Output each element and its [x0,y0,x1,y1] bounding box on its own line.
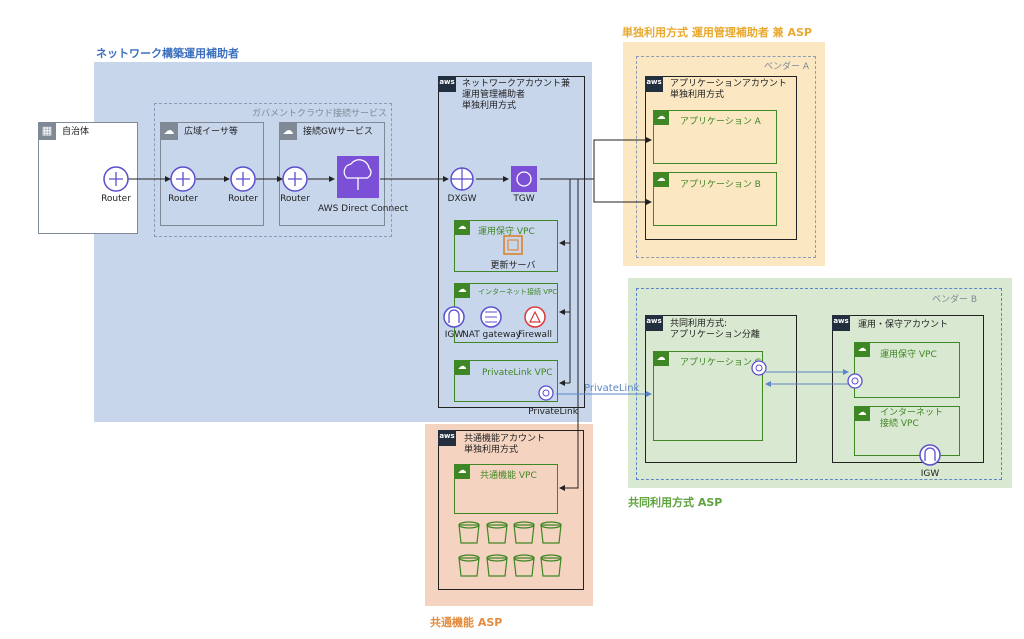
vendor-b-label: ベンダー B [932,295,978,305]
app-account-title: アプリケーションアカウント 単独利用方式 [670,79,787,100]
building-icon: ▦ [38,122,56,140]
direct-connect-label: AWS Direct Connect [318,204,409,214]
conn-gw-box [279,122,385,226]
shared-asp-region-label: 共同利用方式 ASP [628,496,723,509]
cloud-icon: ☁ [160,122,178,140]
gov-cloud-box [154,103,392,237]
app-a-label: アプリケーション A [680,117,761,127]
vpc-cloud-icon: ☁ [653,351,669,366]
wide-area-label: 広域イーサ等 [184,127,238,137]
aws-icon: aws [645,315,663,331]
shared-account-box [645,315,797,463]
aws-icon: aws [438,76,456,92]
app-c-label: アプリケーション C [680,358,761,368]
common-vpc-box [454,464,558,514]
common-vpc-label: 共通機能 VPC [480,471,537,481]
network-region-label: ネットワーク構築運用補助者 [96,47,239,60]
vpc-cloud-icon: ☁ [454,464,470,479]
ops-vpc-box [454,220,558,272]
app-a-box [653,110,777,164]
common-asp-region-label: 共通機能 ASP [430,616,503,629]
cloud-icon: ☁ [279,122,297,140]
inet-vpc-label: インターネット接続 VPC [478,288,558,296]
common-account-title: 共通機能アカウント 単独利用方式 [464,434,546,455]
tgw-label: TGW [513,194,535,204]
vendor-a-label: ベンダー A [764,62,810,72]
firewall-label: Firewall [518,330,552,340]
vpc-cloud-icon: ☁ [854,406,870,421]
router-label: Router [168,194,198,204]
vpc-cloud-icon: ☁ [854,342,870,357]
vendor-b-box [636,288,1002,480]
conn-gw-label: 接続GWサービス [303,127,373,137]
igw-label: IGW [444,330,464,340]
privatelink-vpc-label: PrivateLink VPC [482,368,553,378]
aws-icon: aws [438,430,456,446]
update-server-label: 更新サーバ [490,261,536,271]
privatelink-link-label: PrivateLink [584,383,640,394]
router-label: Router [228,194,258,204]
privatelink-endpoint-label: PrivateLink [528,407,578,417]
ops-account-box [832,315,984,463]
network-account-title: ネットワークアカウント兼 運用管理補助者 単独利用方式 [462,79,571,111]
gov-cloud-title: ガバメントクラウド接続サービス [252,109,388,119]
shared-asp-region [628,278,1012,488]
single-asp-region-label: 単独利用方式 運用管理補助者 兼 ASP [622,26,812,39]
vb-ops-vpc-label: 運用保守 VPC [880,350,937,360]
vpc-cloud-icon: ☁ [454,360,470,375]
common-account-box [438,430,584,590]
network-account-box [438,76,585,408]
app-c-box [653,351,763,441]
wide-area-box [160,122,264,226]
app-b-box [653,172,777,226]
vb-igw-label: IGW [920,469,940,479]
router-label: Router [101,194,131,204]
aws-icon: aws [645,76,663,92]
ops-vpc-label: 運用保守 VPC [478,227,535,237]
dxgw-label: DXGW [447,194,477,204]
app-b-label: アプリケーション B [680,180,761,190]
vb-inet-vpc-box [854,406,960,456]
shared-account-title: 共同利用方式: アプリケーション分離 [670,319,760,340]
vpc-cloud-icon: ☁ [653,110,669,125]
municipality-label: 自治体 [62,127,90,137]
aws-icon: aws [832,315,850,331]
privatelink-vpc-box [454,360,558,402]
nat-gateway-label: NAT gateway [462,330,522,340]
router-label: Router [280,194,310,204]
vpc-cloud-icon: ☁ [454,283,470,298]
vpc-cloud-icon: ☁ [653,172,669,187]
ops-account-title: 運用・保守アカウント [858,320,949,330]
vb-inet-vpc-label: インターネット 接続 VPC [880,408,944,429]
vpc-cloud-icon: ☁ [454,220,470,235]
vb-ops-vpc-box [854,342,960,398]
